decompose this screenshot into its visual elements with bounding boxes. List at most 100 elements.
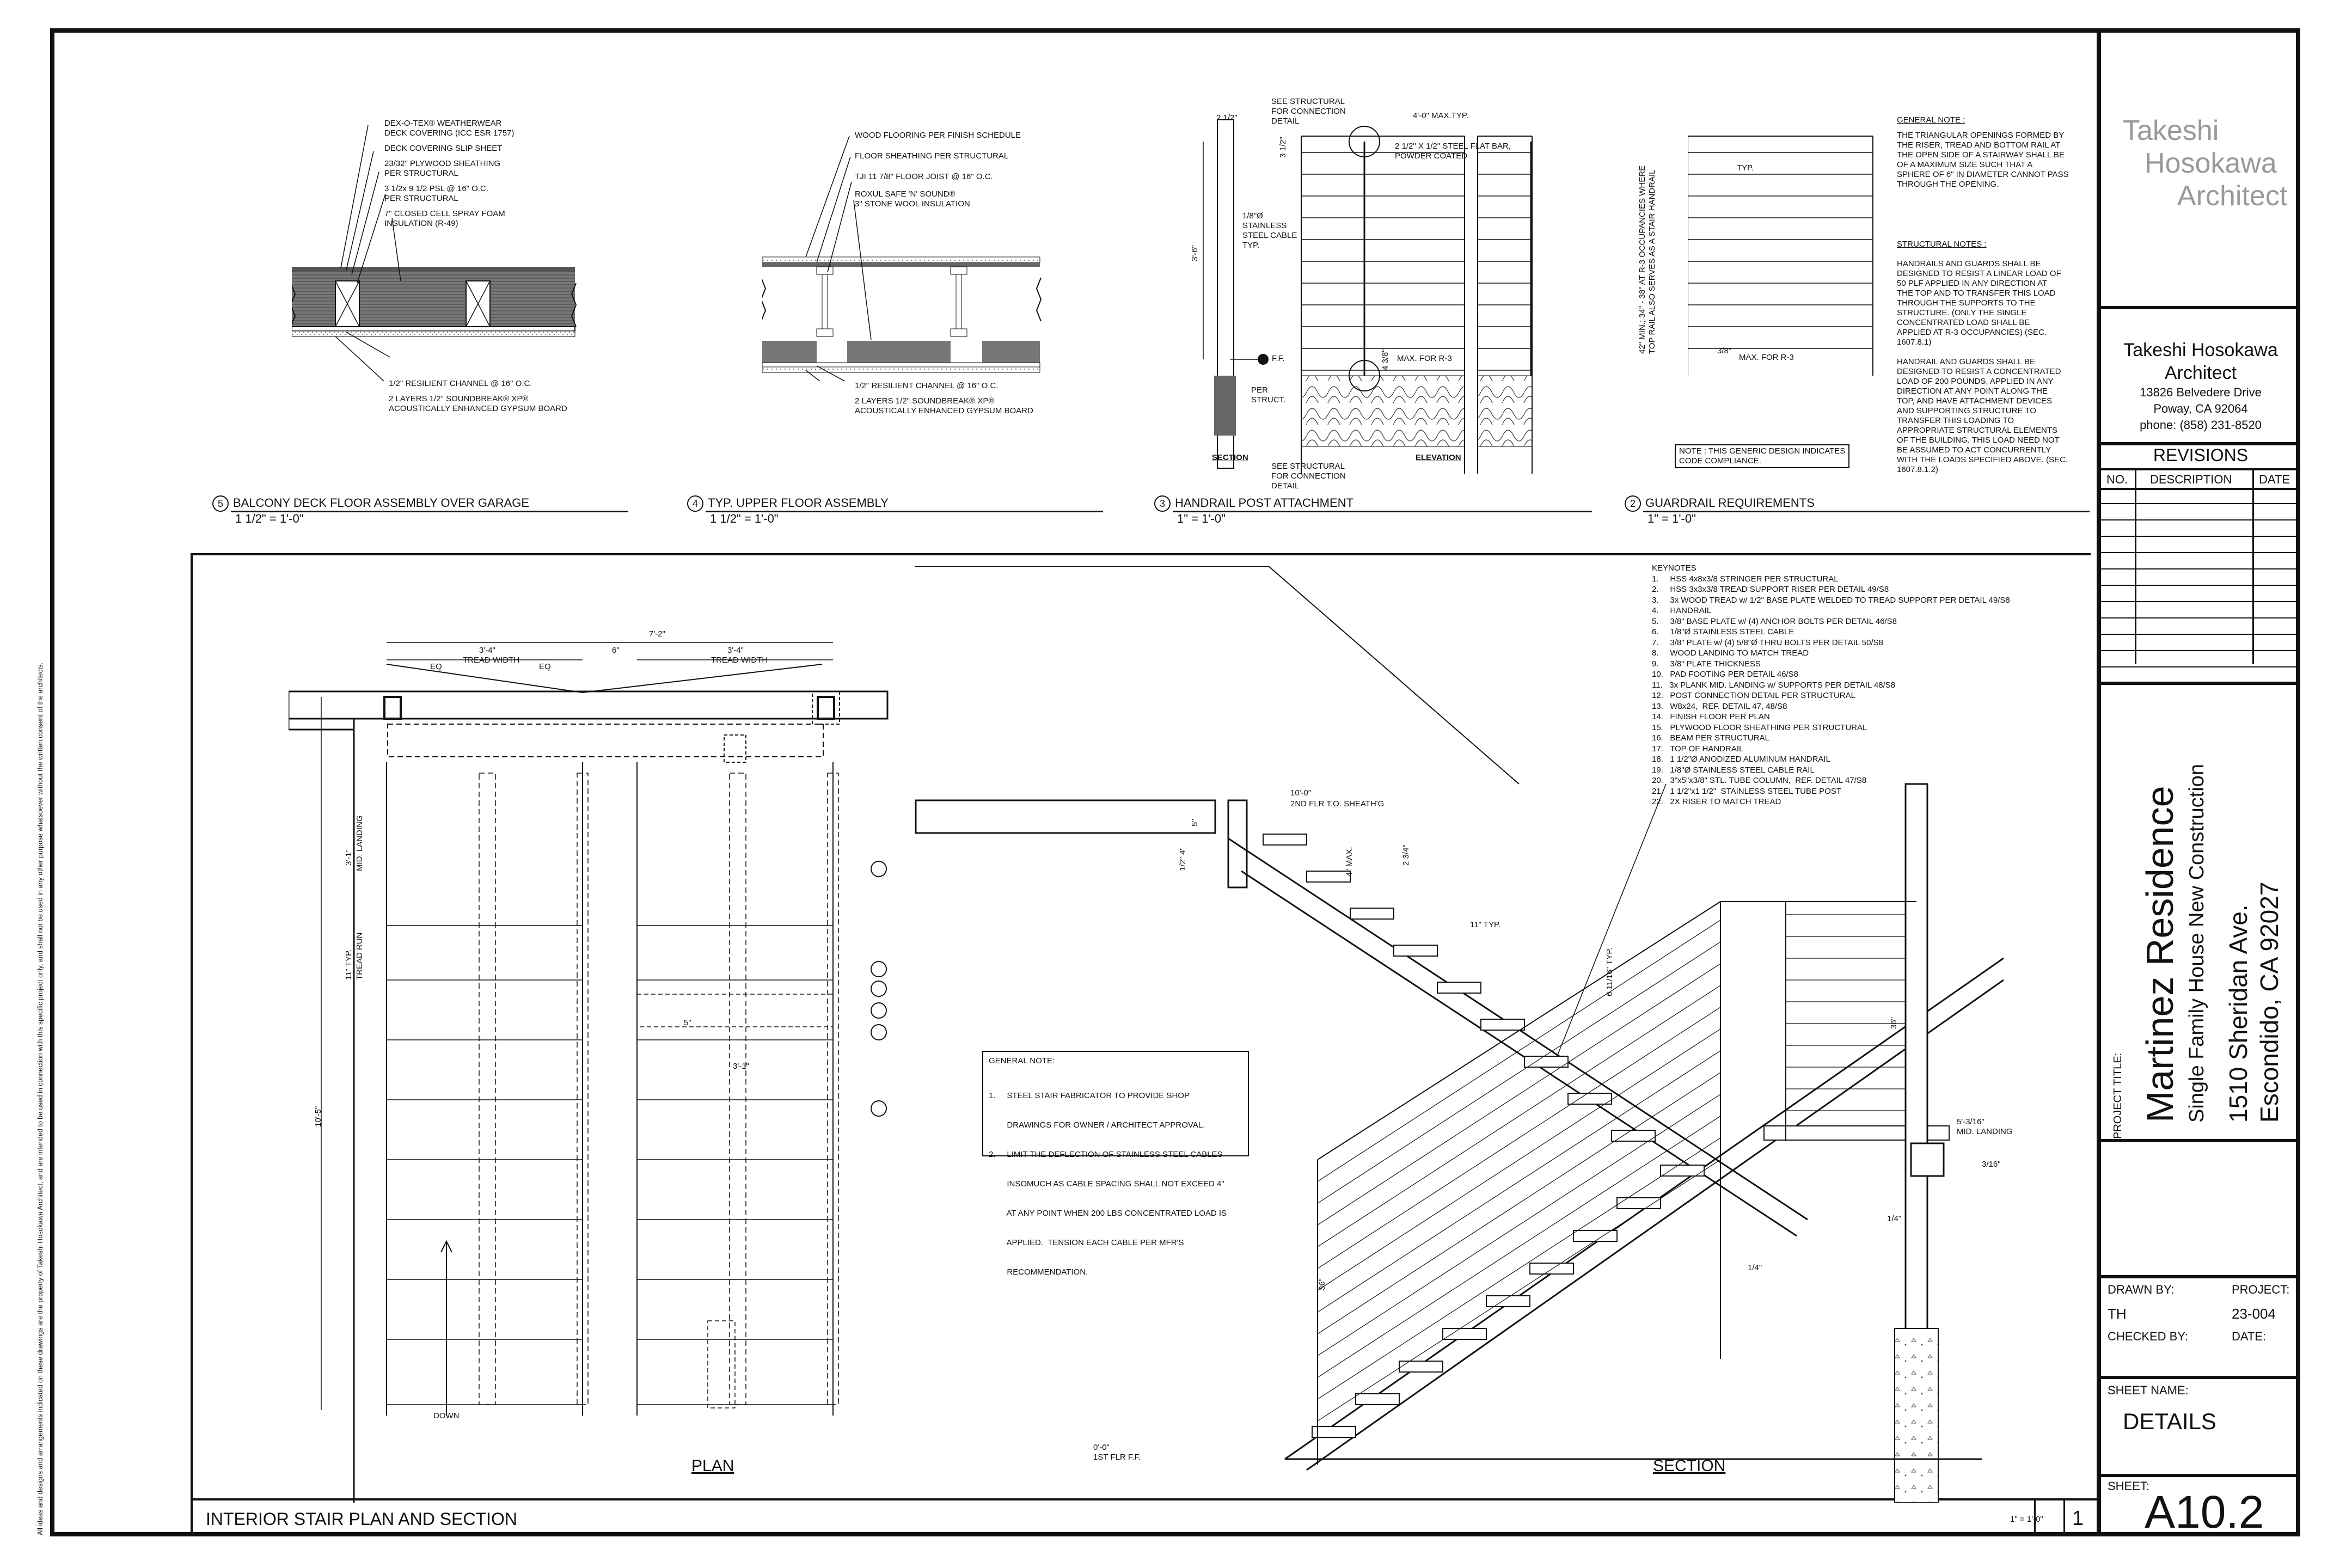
stair-section-drawing bbox=[915, 566, 2058, 1505]
plan-dim-overall: 7'-2" bbox=[649, 629, 665, 639]
detail-title-text: BALCONY DECK FLOOR ASSEMBLY OVER GARAGE bbox=[233, 495, 530, 510]
detail-number: 3 bbox=[1154, 495, 1171, 512]
section-riser-dim: 6 11/16" TYP. bbox=[1605, 947, 1614, 996]
section-dim-12: 1/2" bbox=[1178, 856, 1187, 871]
note-line: 7" CLOSED CELL SPRAY FOAM bbox=[384, 209, 505, 218]
plan-total-dim: 10'-5" bbox=[314, 1106, 323, 1127]
note-line: THROUGH THE OPENING. bbox=[1897, 180, 1999, 189]
note-line bbox=[1897, 347, 2068, 357]
section-tread-dim: 11" TYP. bbox=[1470, 920, 1501, 929]
note-line: THE OPEN SIDE OF A STAIRWAY SHALL BE bbox=[1897, 150, 2065, 160]
keynote: 21. 1 1/2"x1 1/2" STAINLESS STEEL TUBE P… bbox=[1652, 786, 1842, 796]
plan-tread-width-label-1: TREAD WIDTH bbox=[463, 656, 520, 665]
stair-plan-svg bbox=[287, 642, 889, 1503]
note-line: 3 1/2x 9 1/2 PSL @ 16" O.C. bbox=[384, 184, 488, 193]
note-line: DESIGNED TO RESIST A LINEAR LOAD OF bbox=[1897, 269, 2061, 278]
plan-dim-tread-1: 3'-4" bbox=[479, 646, 495, 655]
note-line: STRUCT. bbox=[1251, 395, 1286, 405]
section-bottom-level: 0'-0" bbox=[1093, 1443, 1110, 1452]
keynote: 20. 3"x5"x3/8" STL. TUBE COLUMN, REF. DE… bbox=[1652, 776, 1867, 785]
detail-3-per-struct: PER STRUCT. bbox=[1251, 385, 1285, 405]
note-line: DETAIL bbox=[1271, 117, 1300, 126]
note-line: PER STRUCTURAL bbox=[384, 169, 458, 178]
note-line: TJI 11 7/8" FLOOR JOIST @ 16" O.C. bbox=[855, 172, 993, 181]
keynote: 14. FINISH FLOOR PER PLAN bbox=[1652, 712, 1770, 721]
plan-tread-width-label-2: TREAD WIDTH bbox=[711, 656, 768, 665]
detail-number: 2 bbox=[1625, 495, 1641, 512]
keynote: 6. 1/8"Ø STAINLESS STEEL CABLE bbox=[1652, 627, 1794, 636]
revisions-title: REVISIONS bbox=[2101, 442, 2300, 470]
title-block: Takeshi Hosokawa Architect Takeshi Hosok… bbox=[2097, 28, 2300, 1538]
note-line: POWDER COATED bbox=[1395, 151, 1468, 161]
note-line: WITH THE LOADS SPECIFIED ABOVE. (SEC. bbox=[1897, 455, 2068, 464]
note-line: DIRECTION AT ANY POINT ALONG THE bbox=[1897, 387, 2048, 396]
detail-5-bottom-notes: 1/2" RESILIENT CHANNEL @ 16" O.C. 2 LAYE… bbox=[389, 379, 567, 414]
note-line: WOOD FLOORING PER FINISH SCHEDULE bbox=[855, 131, 1021, 140]
keynote: 15. PLYWOOD FLOOR SHEATHING PER STRUCTUR… bbox=[1652, 722, 1867, 732]
note-line: LOAD OF 200 POUNDS, APPLIED IN ANY bbox=[1897, 377, 2054, 386]
detail-2-typ: TYP. bbox=[1737, 163, 1754, 173]
stair-title: INTERIOR STAIR PLAN AND SECTION bbox=[206, 1509, 517, 1529]
detail-2-side-note-1: 42" MIN.; 34" - 38" AT R-3 OCCUPANCIES W… bbox=[1638, 165, 1647, 354]
keynote: 12. POST CONNECTION DETAIL PER STRUCTURA… bbox=[1652, 691, 1855, 700]
note-line: DETAIL bbox=[1271, 481, 1300, 491]
keynote: 22. 2X RISER TO MATCH TREAD bbox=[1652, 797, 1781, 806]
note-line: INSULATION (R-49) bbox=[384, 219, 458, 228]
section-dim-5: 5" bbox=[1190, 819, 1199, 826]
note-line: THE RISER, TREAD AND BOTTOM RAIL AT bbox=[1897, 140, 2061, 150]
project-name: Martinez Residence bbox=[2139, 786, 2181, 1123]
phone: phone: (858) 231-8520 bbox=[2140, 418, 2262, 432]
section-dim-316: 3/16" bbox=[1982, 1160, 2001, 1169]
note-line: OF THE BUILDING. THIS LOAD NEED NOT bbox=[1897, 436, 2060, 445]
keynotes: KEYNOTES 1. HSS 4x8x3/8 STRINGER PER STR… bbox=[1652, 563, 2010, 807]
firm-name: Takeshi Hosokawa Architect bbox=[2101, 339, 2300, 384]
plan-down-label: DOWN bbox=[433, 1411, 460, 1420]
note-line: INSOMUCH AS CABLE SPACING SHALL NOT EXCE… bbox=[989, 1179, 1224, 1189]
plan-dim-5: 5" bbox=[684, 1018, 691, 1027]
rev-date-header: DATE bbox=[2259, 473, 2290, 486]
note-line: ACOUSTICALLY ENHANCED GYPSUM BOARD bbox=[855, 406, 1033, 415]
drawn-by: TH bbox=[2108, 1306, 2127, 1322]
firm-name-line: Architect bbox=[2164, 363, 2237, 383]
plan-eq-2: EQ bbox=[539, 662, 551, 671]
section-dim-14: 1/4" bbox=[1748, 1263, 1762, 1272]
note-line: CONCENTRATED LOAD SHALL BE bbox=[1897, 318, 2030, 327]
general-note-lines: 1. STEEL STAIR FABRICATOR TO PROVIDE SHO… bbox=[989, 1071, 1242, 1297]
plan-dim-gap: 6" bbox=[612, 646, 620, 655]
section-label: SECTION bbox=[1653, 1457, 1726, 1475]
note-line: APPROPRIATE STRUCTURAL ELEMENTS bbox=[1897, 426, 2058, 435]
sheet-name: DETAILS bbox=[2123, 1408, 2216, 1434]
stair-section-svg bbox=[915, 566, 2004, 1504]
note-line: TYP. bbox=[1242, 241, 1260, 250]
drawn-by-label: DRAWN BY: bbox=[2108, 1283, 2175, 1296]
note-line: TRANSFER THIS LOADING TO bbox=[1897, 416, 2014, 425]
keynote: 17. TOP OF HANDRAIL bbox=[1652, 744, 1744, 754]
note-line: NOTE : THIS GENERIC DESIGN INDICATES bbox=[1679, 446, 1846, 456]
stair-plan-drawing bbox=[287, 632, 931, 1505]
plan-eq-1: EQ bbox=[430, 662, 442, 671]
detail-3-see-struct-top: SEE STRUCTURAL FOR CONNECTION DETAIL bbox=[1271, 97, 1346, 126]
firm-name-line: Takeshi Hosokawa bbox=[2123, 340, 2278, 360]
note-line: 1607.8.1) bbox=[1897, 338, 1932, 347]
detail-3-drawing bbox=[1198, 98, 1590, 493]
plan-mid-landing-dim: 3'-1" bbox=[344, 849, 353, 866]
checked-by-label: CHECKED BY: bbox=[2108, 1330, 2188, 1343]
note-line: 2 LAYERS 1/2" SOUNDBREAK® XP® bbox=[855, 396, 995, 406]
note-line: FOR CONNECTION bbox=[1271, 107, 1346, 116]
note-line: SEE STRUCTURAL bbox=[1271, 462, 1345, 471]
project-type: Single Family House New Construction bbox=[2185, 764, 2208, 1123]
keynote: 13. W8x24, REF. DETAIL 47, 48/S8 bbox=[1652, 701, 1787, 711]
note-line: 2 LAYERS 1/2" SOUNDBREAK® XP® bbox=[389, 394, 529, 403]
note-line: FLOOR SHEATHING PER STRUCTURAL bbox=[855, 151, 1009, 161]
note-line: SEE STRUCTURAL bbox=[1271, 97, 1345, 106]
detail-5-scale: 1 1/2" = 1'-0" bbox=[235, 512, 304, 525]
note-line: APPLIED. TENSION EACH CABLE PER MFR'S bbox=[989, 1238, 1184, 1247]
project-number: 23-004 bbox=[2232, 1306, 2276, 1322]
plan-label: PLAN bbox=[691, 1457, 734, 1475]
firm-address: 13826 Belvedere Drive Poway, CA 92064 ph… bbox=[2101, 384, 2300, 433]
note-line: CODE COMPLIANCE. bbox=[1679, 456, 1761, 465]
note-line: 3" STONE WOOL INSULATION bbox=[855, 199, 970, 209]
rev-desc-header: DESCRIPTION bbox=[2150, 473, 2232, 486]
